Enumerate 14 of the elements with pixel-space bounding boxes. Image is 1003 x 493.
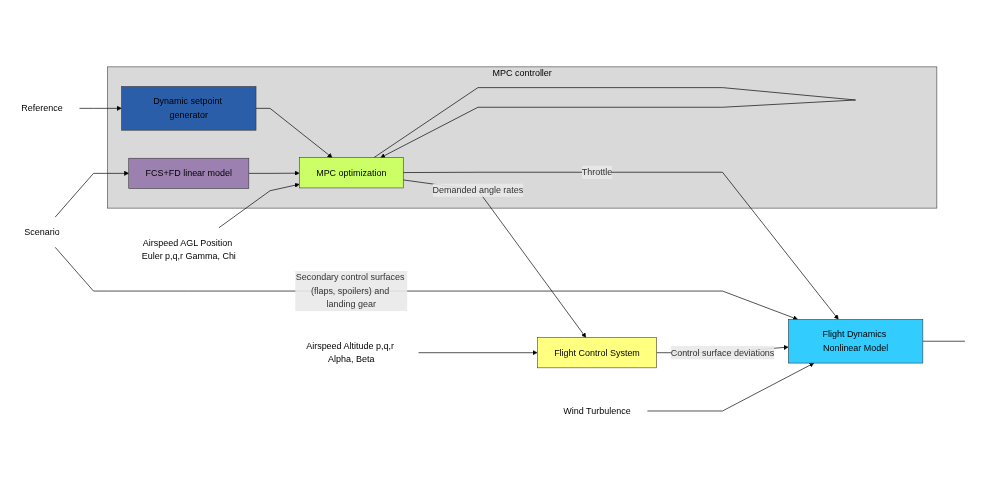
edge-label: Control surface deviations bbox=[670, 347, 775, 358]
node-box: Flight Control System bbox=[537, 337, 657, 369]
edge-label: Throttle bbox=[581, 167, 613, 177]
node-box: Flight Dynamics Nonlinear Model bbox=[788, 319, 924, 364]
node-text: Airspeed Altitude p,q,r Alpha, Beta bbox=[306, 340, 394, 364]
node-text: Reference bbox=[21, 103, 63, 113]
node-box: MPC optimization bbox=[299, 157, 404, 189]
edge-label: Secondary control surfaces (flaps, spoilers) and landing gear bbox=[295, 272, 405, 309]
node-text: Airspeed AGL Position Euler p,q,r Gamma, Chi bbox=[141, 237, 236, 261]
node-box: FCS+FD linear model bbox=[128, 157, 250, 189]
edge-label: Demanded angle rates bbox=[432, 185, 524, 195]
node-text: Scenario bbox=[24, 227, 60, 237]
node-text: Wind Turbulence bbox=[563, 405, 631, 416]
node-box: Dynamic setpoint generator bbox=[121, 86, 257, 131]
